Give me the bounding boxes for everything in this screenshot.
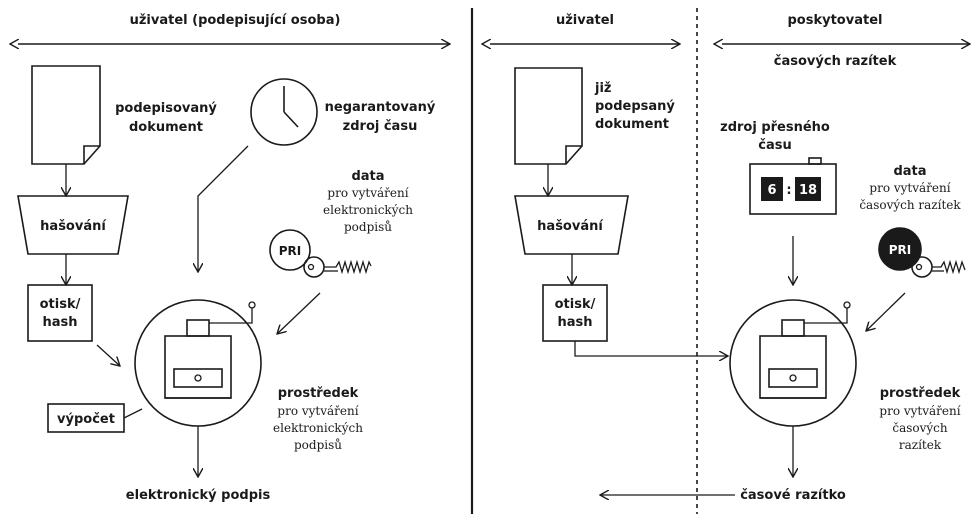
- key-data-desc-line1: pro vytváření: [327, 186, 408, 200]
- arrow-clock-to-device: [198, 145, 249, 272]
- time-source-line2: času: [758, 138, 791, 153]
- tsa-key-desc-line1: pro vytváření: [869, 181, 950, 195]
- calc-label: výpočet: [57, 412, 115, 427]
- key-icon: [303, 256, 372, 278]
- key-data-desc-line2: elektronických: [323, 203, 413, 217]
- tsa-private-key-badge-label: PRI: [889, 243, 912, 257]
- signed-document-fold: [565, 145, 582, 164]
- hashing-trapezoid: [17, 195, 129, 255]
- device-desc-line3: podpisů: [294, 437, 342, 452]
- device-desc-line1: pro vytváření: [277, 404, 358, 418]
- document-label-line2: dokument: [129, 120, 203, 135]
- private-key-badge: [269, 229, 311, 271]
- tsa-device-desc-line2: časových: [892, 421, 948, 435]
- hashing-label-right: hašování: [537, 219, 604, 234]
- hash-box-right-line1: otisk/: [555, 297, 596, 312]
- clock-label-line1: negarantovaný: [325, 100, 436, 115]
- hashing-label: hašování: [40, 219, 107, 234]
- hashing-trapezoid-right: [514, 195, 629, 255]
- document-fold: [83, 145, 100, 164]
- clock-icon: [250, 78, 318, 146]
- tsa-key-desc-line2: časových razítek: [859, 198, 961, 212]
- arrow-hash-to-device: [96, 344, 120, 366]
- private-key-badge-label: PRI: [279, 244, 302, 258]
- hash-box: [27, 284, 93, 342]
- signed-doc-label-line3: dokument: [595, 117, 669, 132]
- tsa-key-icon: [911, 256, 966, 278]
- calc-connector: [123, 408, 143, 419]
- output-timestamp-label: časové razítko: [740, 488, 846, 503]
- time-source-line1: zdroj přesného: [720, 120, 830, 135]
- clock-label-line2: zdroj času: [343, 119, 418, 134]
- key-data-title: data: [351, 169, 384, 184]
- tsa-private-key-badge: [878, 227, 922, 271]
- arrow-hash-to-tsa-device: [574, 341, 728, 356]
- tsa-device-circle: [729, 299, 857, 427]
- provider-subtitle: časových razítek: [774, 54, 897, 69]
- tsa-printer-icon: [759, 301, 851, 399]
- printer-icon: [164, 301, 256, 399]
- hash-box-line1: otisk/: [40, 297, 81, 312]
- signed-document-icon: [514, 67, 583, 165]
- left-header: uživatel (podepisující osoba): [130, 13, 341, 28]
- key-data-desc-line3: podpisů: [344, 219, 392, 234]
- signed-doc-label-line2: podepsaný: [595, 99, 675, 114]
- hash-box-right-line2: hash: [557, 315, 592, 330]
- digital-clock-icon: [749, 157, 837, 215]
- user-header: uživatel: [556, 13, 614, 28]
- clock-colon: :: [786, 183, 791, 198]
- clock-minutes: 18: [799, 183, 817, 198]
- hash-box-right: [542, 284, 608, 342]
- signed-doc-label-line1: již: [594, 81, 611, 96]
- provider-header: poskytovatel: [788, 13, 883, 28]
- device-title: prostředek: [278, 386, 359, 401]
- hash-box-line2: hash: [42, 315, 77, 330]
- tsa-device-desc-line3: razítek: [899, 438, 942, 452]
- tsa-device-desc-line1: pro vytváření: [879, 404, 960, 418]
- tsa-device-title: prostředek: [880, 386, 961, 401]
- clock-hours: 6: [767, 183, 776, 198]
- arrow-key-to-device: [277, 292, 321, 334]
- document-icon: [31, 65, 101, 165]
- signing-device-circle: [134, 299, 262, 427]
- document-label-line1: podepisovaný: [115, 101, 217, 116]
- device-desc-line2: elektronických: [273, 421, 363, 435]
- arrow-tsa-key-to-device: [866, 292, 906, 331]
- output-signature-label: elektronický podpis: [126, 488, 271, 503]
- tsa-key-data-title: data: [893, 164, 926, 179]
